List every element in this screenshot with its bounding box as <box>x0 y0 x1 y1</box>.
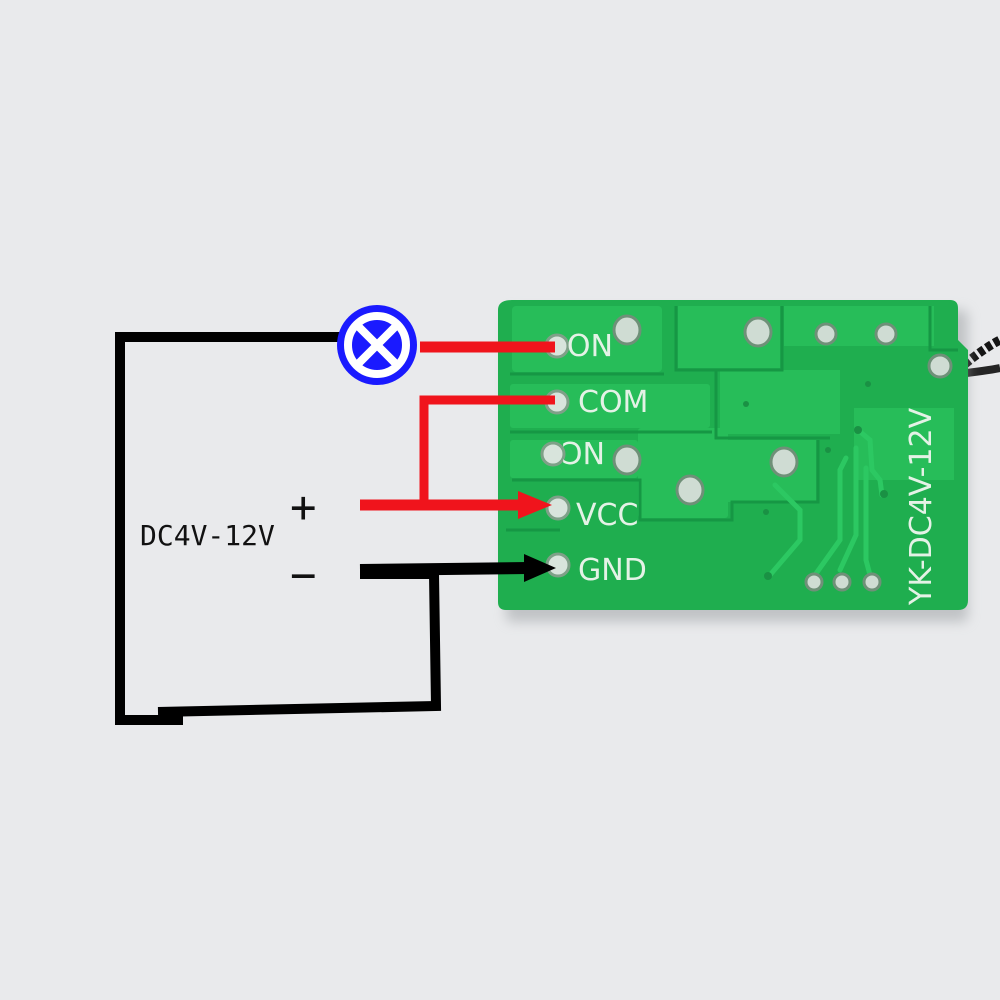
lamp-icon <box>337 305 417 385</box>
vias <box>743 381 888 580</box>
pin-label-vcc: VCC <box>576 498 638 533</box>
wire-com <box>419 395 555 504</box>
pcb-board: NO COM NC VCC GND YK-DC4V-12V <box>498 300 968 610</box>
isolation-channels <box>506 306 958 532</box>
positive-circuit <box>360 341 555 519</box>
wire-left-loop <box>115 332 343 725</box>
negative-circuit <box>115 332 556 725</box>
board-model-label: YK-DC4V-12V <box>904 407 939 606</box>
wire-gnd <box>359 562 529 576</box>
pin-label-gnd: GND <box>578 553 647 588</box>
arrow-vcc <box>518 491 552 519</box>
arrow-gnd <box>524 554 556 582</box>
supply-minus-sign: − <box>290 550 317 601</box>
supply-voltage-label: DC4V-12V <box>140 519 275 552</box>
pin-label-com: COM <box>578 385 648 420</box>
pin-label-nc: NC <box>562 434 605 469</box>
pcb-traces <box>767 427 885 578</box>
component-pads <box>612 314 953 592</box>
supply-plus-sign: + <box>290 482 317 533</box>
pin-label-no: NO <box>567 326 613 361</box>
